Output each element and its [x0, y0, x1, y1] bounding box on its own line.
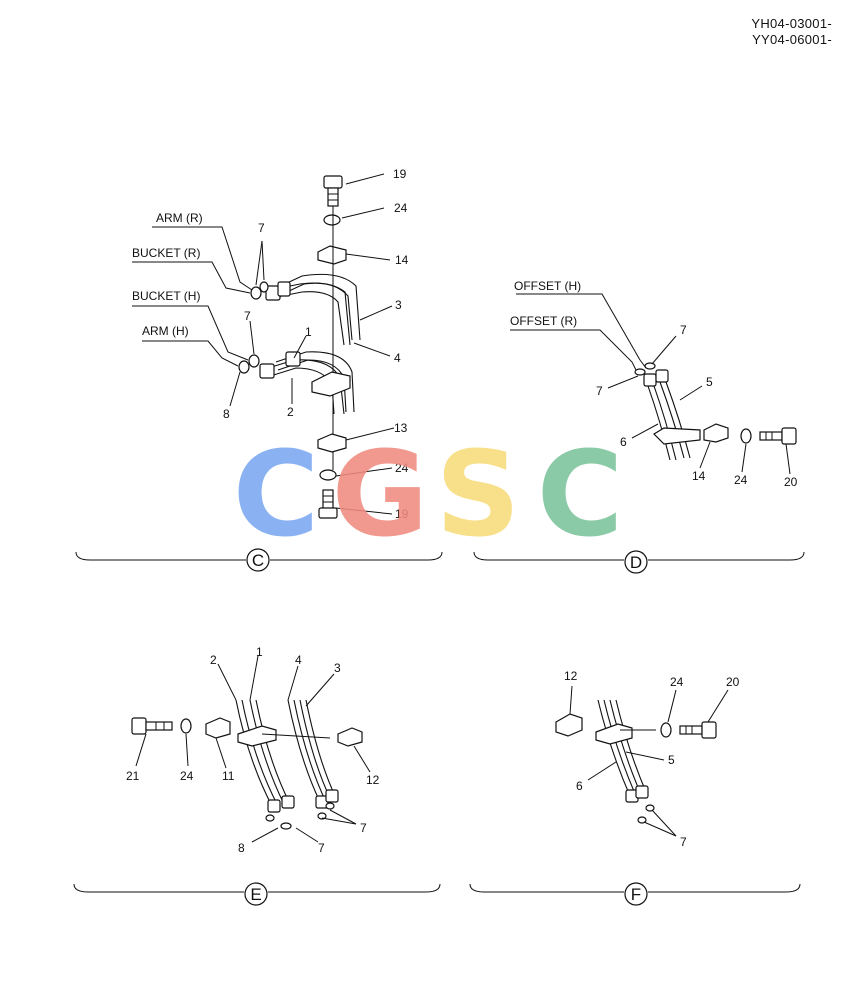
- callout-21: 21: [126, 769, 140, 783]
- pipes-5-6-f: [595, 699, 649, 803]
- callout-7: 7: [360, 821, 367, 835]
- callout-3: 3: [395, 298, 402, 312]
- callout-1: 1: [305, 325, 312, 339]
- seal-7-upper-b: [259, 281, 269, 293]
- clamp-13: [317, 433, 347, 453]
- bolt-19-top: [323, 175, 343, 207]
- view-d-label: D: [630, 553, 642, 572]
- watermark-letter-s: S: [436, 425, 521, 563]
- seal-7-f-a: [637, 816, 647, 824]
- seal-8: [238, 360, 250, 374]
- view-c-label: C: [252, 551, 264, 570]
- label-offset-r: OFFSET (R): [510, 314, 577, 328]
- pipe-1-2: [259, 351, 355, 415]
- callout-12: 12: [366, 773, 380, 787]
- watermark-letter-g: G: [332, 425, 429, 563]
- seal-7-d-b: [644, 362, 656, 370]
- callout-11: 11: [222, 769, 235, 783]
- pipes-3-4-e: [287, 699, 339, 809]
- label-arm-h: ARM (H): [142, 324, 189, 338]
- callout-24: 24: [734, 473, 748, 487]
- callout-14: 14: [395, 253, 409, 267]
- callout-7: 7: [318, 841, 325, 855]
- watermark-letter-c2: C: [537, 425, 624, 563]
- view-e-label: E: [250, 885, 261, 904]
- view-f: 12 24 20 5 6 7 F: [469, 669, 801, 906]
- view-c: ARM (R) BUCKET (R) BUCKET (H) ARM (H) 19…: [75, 167, 443, 572]
- clamp-12-e: [337, 727, 363, 747]
- seal-8-e: [280, 822, 292, 830]
- seal-7-e-b: [317, 812, 327, 820]
- callout-5: 5: [706, 375, 713, 389]
- washer-24-d: [740, 428, 752, 444]
- seal-7-d-a: [634, 368, 646, 376]
- pipes-1-2-e: [235, 699, 295, 813]
- callout-24: 24: [180, 769, 194, 783]
- pipe-5-6: [643, 369, 701, 461]
- bolt-21-e: [131, 717, 173, 735]
- callout-4: 4: [394, 351, 401, 365]
- callout-6: 6: [620, 435, 627, 449]
- callout-2: 2: [287, 405, 294, 419]
- clamp-14: [317, 245, 347, 265]
- callout-5: 5: [668, 753, 675, 767]
- callout-7: 7: [244, 309, 251, 323]
- part-code-line-2: YY04-06001-: [752, 32, 832, 47]
- callout-13: 13: [394, 421, 408, 435]
- callout-7: 7: [258, 221, 265, 235]
- watermark-letter-c1: C: [233, 425, 320, 563]
- washer-24-f: [660, 722, 672, 738]
- callout-19: 19: [395, 507, 409, 521]
- bolt-20-f: [679, 721, 717, 739]
- label-bucket-r: BUCKET (R): [132, 246, 200, 260]
- callout-8: 8: [223, 407, 230, 421]
- washer-24-top: [323, 214, 341, 226]
- callout-24: 24: [394, 201, 408, 215]
- callout-7: 7: [596, 384, 603, 398]
- bolt-20-d: [759, 427, 797, 445]
- washer-24-e: [180, 718, 192, 734]
- pipe-3-4: [265, 273, 361, 346]
- clamp-11-e: [205, 717, 231, 739]
- label-offset-h: OFFSET (H): [514, 279, 581, 293]
- view-d: OFFSET (H) OFFSET (R) 7 7 5: [473, 279, 805, 574]
- seal-7-upper-a: [250, 286, 262, 300]
- callout-12: 12: [564, 669, 578, 683]
- callout-24: 24: [670, 675, 684, 689]
- label-bucket-h: BUCKET (H): [132, 289, 200, 303]
- label-arm-r: ARM (R): [156, 211, 203, 225]
- watermark: C G S C: [233, 425, 624, 563]
- bolt-19-bottom: [318, 489, 338, 519]
- callout-4: 4: [295, 653, 302, 667]
- washer-24-bottom: [319, 469, 337, 481]
- view-f-label: F: [631, 885, 641, 904]
- clamp-12-f: [555, 713, 583, 737]
- part-code-line-1: YH04-03001-: [751, 16, 832, 31]
- callout-7: 7: [680, 323, 687, 337]
- clamp-14-d: [703, 423, 729, 443]
- seal-7-mid: [248, 354, 260, 368]
- callout-2: 2: [210, 653, 217, 667]
- callout-14: 14: [692, 469, 706, 483]
- callout-8: 8: [238, 841, 245, 855]
- seal-7-e-a: [265, 814, 275, 822]
- callout-6: 6: [576, 779, 583, 793]
- seal-7-f-b: [645, 804, 655, 812]
- callout-20: 20: [726, 675, 740, 689]
- callout-20: 20: [784, 475, 798, 489]
- callout-19: 19: [393, 167, 407, 181]
- callout-7: 7: [680, 835, 687, 849]
- seal-7-e-c: [325, 802, 335, 810]
- callout-1: 1: [256, 645, 263, 659]
- callout-3: 3: [334, 661, 341, 675]
- view-e: 2 1 4 3 21 24 11 12 7 8 7 E: [73, 645, 441, 906]
- callout-24: 24: [395, 461, 409, 475]
